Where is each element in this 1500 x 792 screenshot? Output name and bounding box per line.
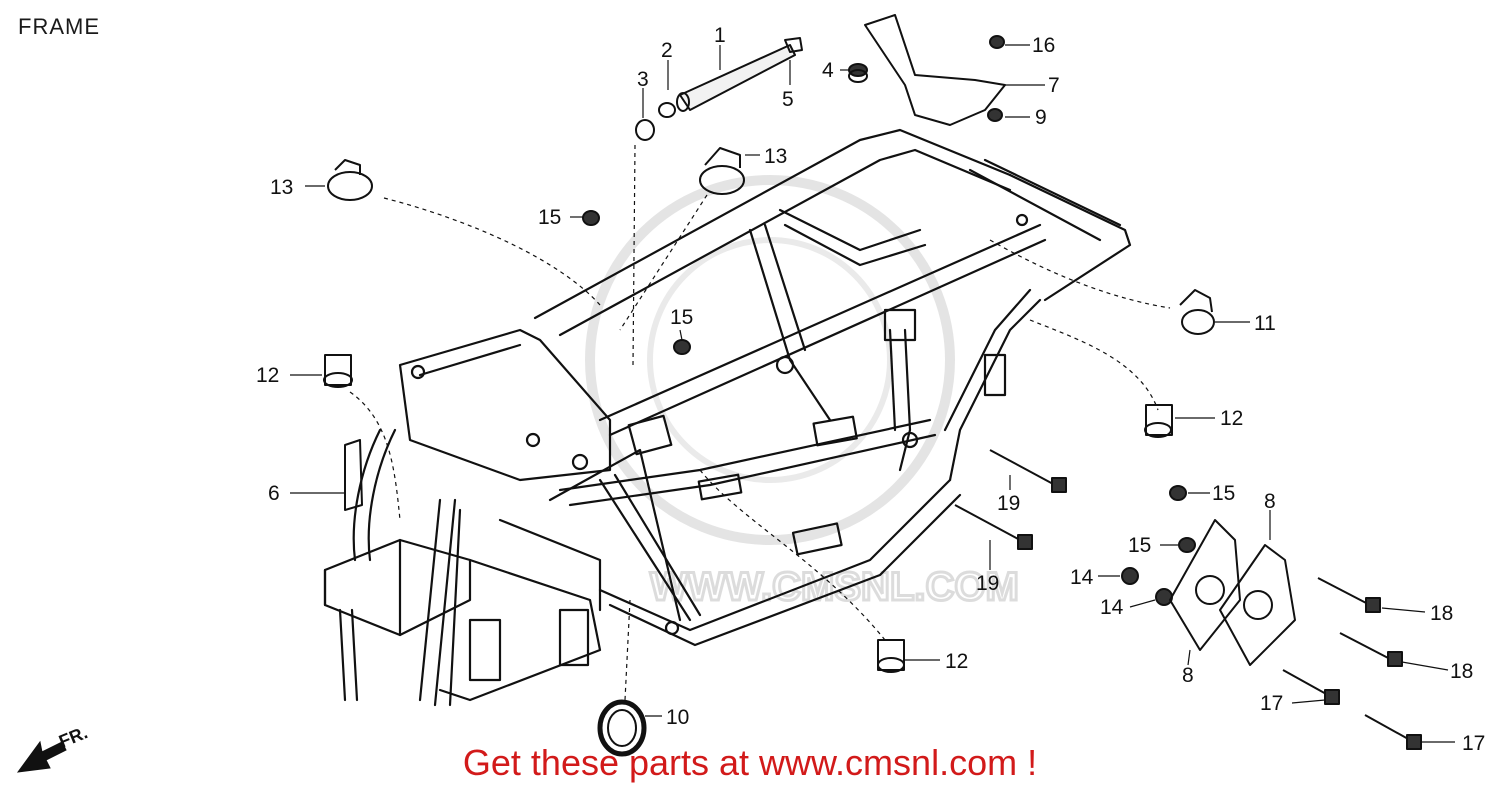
callout-15-center: 15 bbox=[670, 306, 693, 329]
band-10 bbox=[597, 699, 647, 757]
callout-3: 3 bbox=[637, 68, 649, 91]
callout-2: 2 bbox=[661, 39, 673, 62]
bolt-18b bbox=[1339, 632, 1403, 667]
callout-8-bottom: 8 bbox=[1182, 664, 1194, 687]
watermark: WWW.CMSNL.COM bbox=[585, 175, 1020, 611]
callout-12-left: 12 bbox=[256, 364, 279, 387]
bolt-19b bbox=[954, 504, 1033, 550]
callout-7: 7 bbox=[1048, 74, 1060, 97]
nut-9-part bbox=[987, 108, 1003, 122]
callout-16: 16 bbox=[1032, 34, 1055, 57]
plate-8a bbox=[1169, 519, 1241, 651]
stay-bracket-part bbox=[864, 14, 1006, 126]
callout-19-lower: 19 bbox=[976, 572, 999, 595]
callout-12-right: 12 bbox=[1220, 407, 1243, 430]
nut-15a bbox=[582, 210, 600, 226]
bracket-6-part bbox=[344, 439, 363, 511]
collar-part bbox=[658, 102, 676, 118]
nut-14b bbox=[1155, 588, 1173, 606]
clip-part bbox=[784, 37, 803, 53]
callout-12-bottom: 12 bbox=[945, 650, 968, 673]
plate-8b bbox=[1219, 544, 1296, 666]
band-clamp-13b bbox=[699, 147, 745, 195]
main-frame bbox=[323, 128, 1132, 707]
callout-14-upper: 14 bbox=[1070, 566, 1094, 589]
leader-lines bbox=[290, 44, 1455, 743]
nut-15d bbox=[1178, 537, 1196, 553]
callout-4: 4 bbox=[822, 59, 834, 82]
callout-13-left: 13 bbox=[270, 176, 293, 199]
callout-17-left: 17 bbox=[1260, 692, 1283, 715]
clamp-12c bbox=[877, 639, 905, 673]
bolt-17a bbox=[1282, 669, 1340, 705]
grommet-part bbox=[848, 63, 868, 83]
clamp-12a bbox=[323, 354, 353, 388]
clamp-12b bbox=[1144, 404, 1173, 438]
circlip-part bbox=[635, 119, 655, 141]
callout-14-lower: 14 bbox=[1100, 596, 1124, 619]
callout-18-lower: 18 bbox=[1450, 660, 1473, 683]
callout-6: 6 bbox=[268, 482, 280, 505]
callout-19-upper: 19 bbox=[997, 492, 1020, 515]
callout-17-right: 17 bbox=[1462, 732, 1485, 755]
clamp-11 bbox=[1179, 289, 1215, 335]
callout-5: 5 bbox=[782, 88, 794, 111]
pivot-shaft-part bbox=[676, 44, 796, 112]
nut-14a bbox=[1121, 567, 1139, 585]
nut-15c bbox=[1169, 485, 1187, 501]
band-clamp-13a bbox=[327, 159, 373, 201]
callout-15-upper-left: 15 bbox=[538, 206, 561, 229]
bolt-16-part bbox=[989, 35, 1005, 49]
callout-labels: 1 2 3 4 5 6 7 8 8 9 10 11 12 12 12 13 13… bbox=[256, 24, 1485, 755]
callout-11: 11 bbox=[1254, 312, 1276, 335]
callout-13-center: 13 bbox=[764, 145, 787, 168]
callout-15-right-upper: 15 bbox=[1212, 482, 1235, 505]
callout-8-top: 8 bbox=[1264, 490, 1276, 513]
callout-18-upper: 18 bbox=[1430, 602, 1453, 625]
bolt-19a bbox=[989, 449, 1067, 493]
callout-9: 9 bbox=[1035, 106, 1047, 129]
callout-10: 10 bbox=[666, 706, 689, 729]
parts bbox=[323, 14, 1422, 757]
callout-15-right-lower: 15 bbox=[1128, 534, 1151, 557]
bolt-18a bbox=[1317, 577, 1381, 613]
page-title: FRAME bbox=[18, 14, 100, 39]
arrow-icon bbox=[16, 740, 67, 773]
callout-1: 1 bbox=[714, 24, 726, 47]
footer-promo-text: Get these parts at www.cmsnl.com ! bbox=[462, 742, 1038, 783]
nut-15b bbox=[673, 339, 691, 355]
